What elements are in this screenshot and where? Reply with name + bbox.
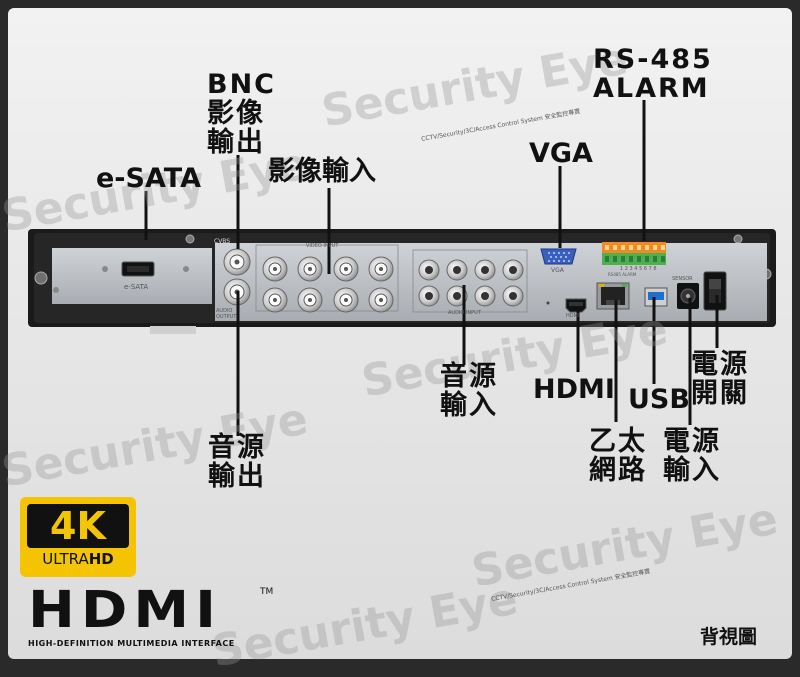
label-hdmi: HDMI <box>533 374 615 405</box>
4k-ultra-hd-badge: 4K ULTRAHD <box>20 497 136 577</box>
rs485-alarm-terminal <box>602 242 666 265</box>
panel-print-rs485: RS485 ALARM <box>608 272 637 277</box>
label-ethernet: 乙太 網路 <box>589 426 647 486</box>
hdmi-port <box>565 298 587 313</box>
panel-print-vga: VGA <box>551 267 564 274</box>
audio-input-connectors <box>418 259 524 307</box>
badge-ultra-hd-text: ULTRAHD <box>42 550 114 568</box>
badge-4k-text: 4K <box>27 504 129 548</box>
usb-port <box>644 287 668 307</box>
hdmi-logo-tm: TM <box>260 587 274 597</box>
hdmi-logo: HDMI TM HIGH-DEFINITION MULTIMEDIA INTER… <box>28 581 273 648</box>
panel-print-alarm-numbers: 1 2 3 4 5 6 7 8 <box>620 266 657 272</box>
main-panel <box>215 243 767 321</box>
label-video-input: 影像輸入 <box>268 156 376 187</box>
label-usb: USB <box>628 384 690 415</box>
panel-print-audio-output: AUDIO OUTPUT <box>216 308 237 320</box>
hdmi-logo-mark: HDMI <box>28 581 222 640</box>
video-input-connectors <box>262 256 394 313</box>
panel-print-esata: e-SATA <box>124 283 149 291</box>
panel-print-hdmi: HDMI <box>566 313 580 319</box>
rear-view-label: 背視圖 <box>700 626 758 648</box>
label-power-input: 電源 輸入 <box>663 426 721 486</box>
label-vga: VGA <box>529 138 593 169</box>
label-power-switch: 電源 開關 <box>691 349 749 409</box>
label-audio-input: 音源 輸入 <box>440 361 498 421</box>
power-input-jack <box>677 283 699 309</box>
callout-lines <box>144 100 719 436</box>
vga-port <box>540 248 577 265</box>
label-audio-output: 音源 輸出 <box>208 432 266 492</box>
panel-print-audio-input: AUDIO INPUT <box>448 310 481 316</box>
ethernet-port <box>596 282 630 310</box>
panel-print-cvbs: CVBS <box>214 238 231 245</box>
hdmi-logo-tagline: HIGH-DEFINITION MULTIMEDIA INTERFACE <box>28 639 235 648</box>
power-switch <box>703 271 727 311</box>
label-e-sata: e-SATA <box>96 163 201 194</box>
panel-print-sensor: SENSOR <box>672 276 693 282</box>
panel-print-video-input: VIDEO INPUT <box>306 243 339 249</box>
label-rs485-alarm: RS-485 ALARM <box>593 44 713 104</box>
label-bnc-video-output: BNC 影像 輸出 <box>207 69 276 158</box>
bnc-cvbs-output-connector <box>223 248 251 276</box>
content-background <box>8 8 792 659</box>
